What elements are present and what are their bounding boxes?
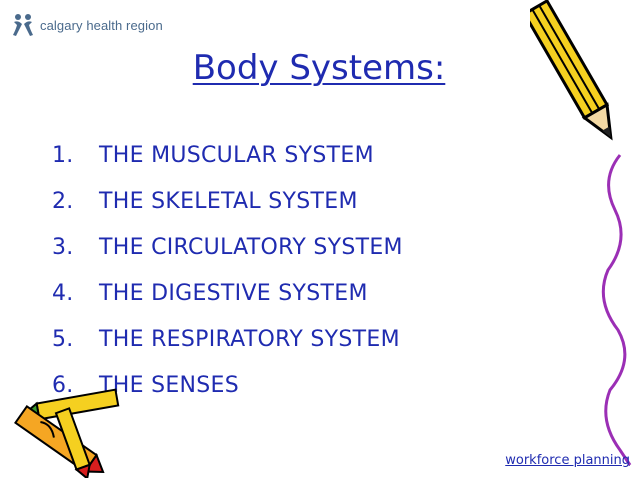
workforce-planning-link[interactable]: workforce planning: [505, 453, 630, 468]
crayons-clipart: [14, 388, 120, 478]
logo-people-icon: [13, 14, 33, 36]
list-item-label: THE SENSES: [99, 372, 240, 398]
list-item-number: 3.: [52, 234, 74, 260]
list-item-label: THE SKELETAL SYSTEM: [99, 188, 358, 214]
list-item: 5. THE RESPIRATORY SYSTEM: [52, 316, 403, 362]
logo-text: calgary health region: [40, 17, 163, 33]
list-item-label: THE RESPIRATORY SYSTEM: [99, 326, 400, 352]
list-item: 2. THE SKELETAL SYSTEM: [52, 178, 403, 224]
list-item-number: 1.: [52, 142, 74, 168]
list-item-label: THE CIRCULATORY SYSTEM: [99, 234, 403, 260]
systems-list: 1. THE MUSCULAR SYSTEM 2. THE SKELETAL SYST…: [52, 132, 403, 408]
list-item: 6. THE SENSES: [52, 362, 403, 408]
list-item-label: THE DIGESTIVE SYSTEM: [99, 280, 368, 306]
page-title: Body Systems:: [192, 48, 446, 88]
list-item-label: THE MUSCULAR SYSTEM: [99, 142, 374, 168]
list-item-number: 2.: [52, 188, 74, 214]
squiggle-clipart: [601, 154, 632, 466]
list-item-number: 5.: [52, 326, 74, 352]
logo: calgary health region: [10, 12, 163, 38]
list-item: 1. THE MUSCULAR SYSTEM: [52, 132, 403, 178]
list-item-number: 6.: [52, 372, 74, 398]
list-item: 3. THE CIRCULATORY SYSTEM: [52, 224, 403, 270]
pencil-clipart: [530, 0, 613, 141]
list-item-number: 4.: [52, 280, 74, 306]
list-item: 4. THE DIGESTIVE SYSTEM: [52, 270, 403, 316]
